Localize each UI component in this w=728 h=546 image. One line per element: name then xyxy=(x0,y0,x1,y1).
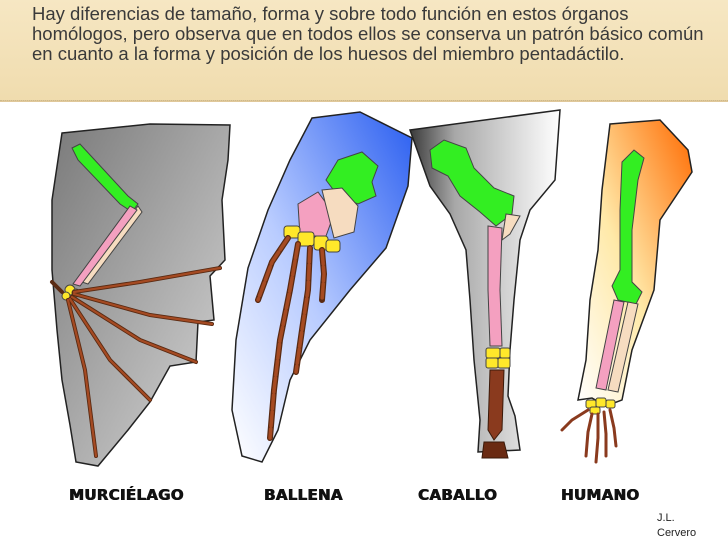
credit-line-2: Cervero xyxy=(657,526,717,541)
bat-limb xyxy=(52,124,230,466)
horse-hoof xyxy=(482,442,508,458)
label-whale: BALLENA xyxy=(264,486,343,504)
label-horse: CABALLO xyxy=(418,486,497,504)
label-bat: MURCIÉLAGO xyxy=(69,486,184,504)
label-human: HUMANO xyxy=(561,486,639,504)
horse-radius xyxy=(488,226,502,346)
whale-limb xyxy=(232,112,412,462)
horse-carpals xyxy=(486,348,510,368)
author-credit: J.L. Cervero xyxy=(657,511,717,541)
horse-cannon-bone xyxy=(488,370,504,440)
horse-limb xyxy=(410,110,560,458)
credit-line-1: J.L. xyxy=(657,511,717,526)
human-limb xyxy=(562,120,692,462)
human-digits xyxy=(562,410,616,462)
